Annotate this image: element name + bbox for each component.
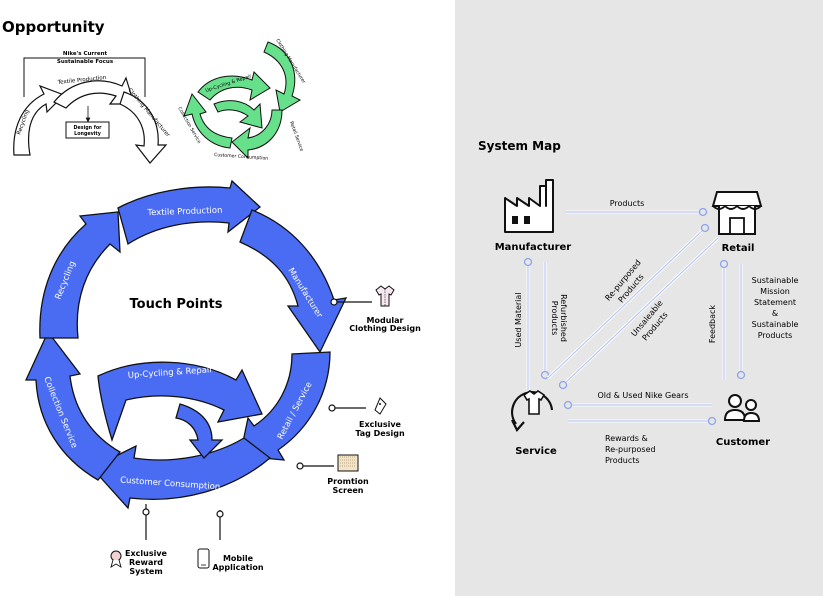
edge-feedback: Feedback (708, 305, 717, 343)
edge-rewards-line3: Products (605, 456, 640, 465)
edge-statement-line2: Mission (760, 287, 790, 296)
modular-shirt-icon (375, 285, 395, 307)
tag-line1: Exclusive (359, 420, 402, 429)
reward-medal-icon (110, 550, 122, 568)
system-map-title: System Map (478, 139, 561, 153)
label-textile: Textile Production (146, 206, 222, 219)
system-map-edge-labels: Products Used Material Refurbished Produ… (514, 199, 798, 465)
node-retail: Retail (711, 191, 763, 254)
node-service: Service (511, 390, 557, 457)
green-cycle-diagram: Clothing Manufacturer Up-Cycling & Repai… (176, 38, 306, 162)
segment-manufacturer-arrow (239, 209, 348, 354)
edge-refurbished-line1: Refurbished (559, 294, 568, 342)
opportunity-title: Opportunity (2, 18, 105, 36)
current-focus-label-line2: Sustainable Focus (57, 59, 114, 65)
mobile-line2: Application (212, 563, 263, 572)
modular-line1: Modular (367, 316, 404, 325)
design-longevity-line1: Design for (73, 125, 102, 131)
segment-upcycling-return-arrow (175, 403, 224, 459)
service-label: Service (515, 446, 557, 457)
edge-products: Products (610, 199, 645, 208)
edge-refurbished-line2: Products (550, 301, 559, 336)
node-customer: Customer (716, 394, 770, 448)
service-cycle-icon (511, 390, 554, 432)
segment-collection-arrow (24, 330, 121, 481)
segment-upcycling-arrow (97, 361, 263, 443)
mobile-phone-icon (197, 548, 210, 569)
customer-users-icon (723, 394, 761, 422)
reward-line3: System (129, 567, 162, 576)
edge-old-used: Old & Used Nike Gears (598, 391, 689, 400)
edge-statement-line1: Sustainable (752, 276, 799, 285)
system-map-edges (523, 207, 746, 426)
edge-statement-line4: & (772, 309, 778, 318)
reward-line1: Exclusive (125, 549, 168, 558)
node-manufacturer: Manufacturer (495, 179, 572, 253)
touch-point-callouts: Modular Clothing Design Exclusive Tag De… (110, 285, 421, 576)
touch-points-title: Touch Points (130, 297, 223, 312)
current-focus-label-line1: Nike's Current (63, 51, 108, 57)
edge-used-material: Used Material (514, 292, 523, 347)
edge-statement-line3: Statement (754, 298, 796, 307)
design-longevity-line2: Longevity (74, 131, 102, 137)
edge-rewards-line1: Rewards & (605, 434, 648, 443)
segment-textile-arrow (117, 179, 262, 246)
green-retail: Retail Service (288, 121, 304, 153)
segment-consumption-arrow (90, 437, 272, 510)
system-map-panel (455, 0, 823, 596)
mobile-line1: Mobile (223, 554, 254, 563)
tag-icon (374, 397, 387, 415)
modular-line2: Clothing Design (349, 324, 421, 333)
edge-statement-line5: Sustainable (752, 320, 799, 329)
promo-line1: Promtion (327, 477, 369, 486)
promo-line2: Screen (333, 486, 364, 495)
tag-line2: Tag Design (355, 429, 405, 438)
store-icon (711, 191, 763, 235)
screen-icon (337, 454, 359, 472)
manufacturer-label: Manufacturer (495, 242, 572, 253)
current-textile: Textile Production (57, 75, 107, 86)
touch-points-cycle: Textile Production Manufacturer Retail /… (24, 179, 348, 510)
segment-recycling-arrow (39, 211, 121, 339)
retail-label: Retail (722, 243, 755, 254)
edge-rewards-line2: Re-purposed (605, 445, 656, 454)
green-consumption: Customer Consumption (214, 152, 269, 162)
customer-label: Customer (716, 437, 770, 448)
reward-line2: Reward (129, 558, 163, 567)
current-focus-diagram: Nike's Current Sustainable Focus Recycli… (13, 51, 171, 164)
edge-statement-line6: Products (758, 331, 793, 340)
factory-icon (504, 179, 554, 233)
